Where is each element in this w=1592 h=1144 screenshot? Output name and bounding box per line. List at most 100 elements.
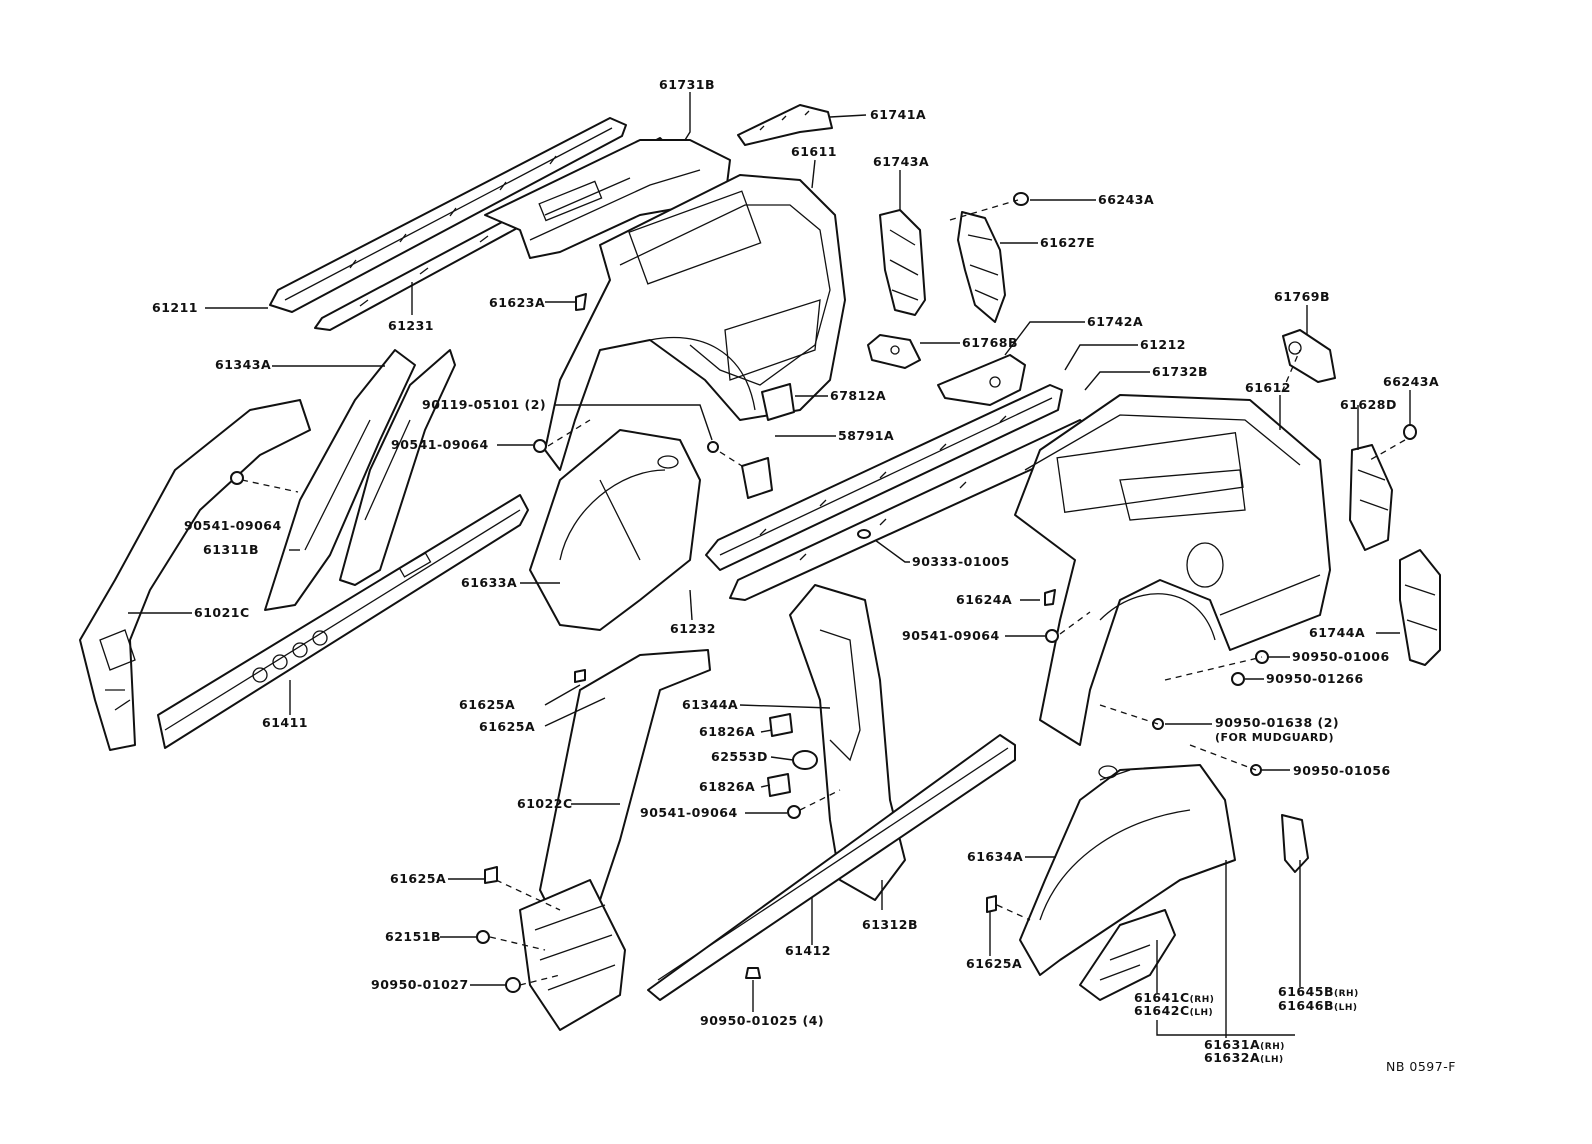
label-61311B: 61311B bbox=[203, 542, 260, 557]
clip-61624A bbox=[1044, 589, 1056, 606]
rocker-panel-61412 bbox=[647, 734, 1016, 1001]
label-90950-01638: 90950-01638 (2) bbox=[1215, 715, 1340, 730]
part-number: 61641C bbox=[1134, 990, 1190, 1005]
wheelhouse-61633A bbox=[529, 429, 701, 631]
inner-rail-61232 bbox=[729, 419, 1093, 601]
bracket-61741A bbox=[737, 104, 833, 146]
label-90950-01006: 90950-01006 bbox=[1292, 649, 1390, 664]
label-67812A: 67812A bbox=[830, 388, 887, 403]
label-61021C: 61021C bbox=[194, 605, 250, 620]
label-61742A: 61742A bbox=[1087, 314, 1144, 329]
label-61826A-b: 61826A bbox=[699, 779, 756, 794]
part-number: 61646B bbox=[1278, 998, 1335, 1013]
side-note: (RH) bbox=[1189, 995, 1215, 1005]
bracket-61627E bbox=[957, 211, 1006, 323]
bracket-58791A bbox=[741, 457, 773, 499]
label-61632A: 61632A(LH) bbox=[1204, 1051, 1284, 1067]
label-for-mudguard-note: (FOR MUDGUARD) bbox=[1215, 731, 1334, 744]
roof-side-rail-61211 bbox=[269, 117, 627, 313]
label-61343A: 61343A bbox=[215, 357, 272, 372]
pillar-61343A bbox=[264, 349, 456, 611]
label-61731B: 61731B bbox=[659, 77, 716, 92]
quarter-panel-61612 bbox=[1014, 394, 1331, 746]
plate-61625A-d bbox=[986, 895, 997, 913]
label-61022C: 61022C bbox=[517, 796, 573, 811]
reference-code: NB 0597-F bbox=[1386, 1059, 1456, 1074]
bracket-61768B bbox=[867, 334, 921, 369]
label-61611: 61611 bbox=[791, 144, 837, 159]
label-61628D: 61628D bbox=[1340, 397, 1397, 412]
label-90541-d: 90541-09064 bbox=[640, 805, 738, 820]
label-61411: 61411 bbox=[262, 715, 308, 730]
label-61633A: 61633A bbox=[461, 575, 518, 590]
label-61627E: 61627E bbox=[1040, 235, 1096, 250]
bracket-61742A bbox=[937, 354, 1026, 406]
label-61642C: 61642C(LH) bbox=[1134, 1004, 1213, 1020]
part-number: 61642C bbox=[1134, 1003, 1190, 1018]
pillar-61022C bbox=[519, 649, 711, 1031]
label-61312B: 61312B bbox=[862, 917, 919, 932]
label-61623A: 61623A bbox=[489, 295, 546, 310]
side-note: (LH) bbox=[1189, 1008, 1214, 1018]
bracket-61645B bbox=[1281, 814, 1309, 873]
label-61625A-c: 61625A bbox=[390, 871, 447, 886]
label-61211: 61211 bbox=[152, 300, 198, 315]
label-90541-a: 90541-09064 bbox=[391, 437, 489, 452]
label-61231: 61231 bbox=[388, 318, 434, 333]
plate-61826A-a bbox=[769, 713, 793, 737]
label-61741A: 61741A bbox=[870, 107, 927, 122]
bracket-61628D bbox=[1349, 444, 1393, 551]
plate-61625A-a bbox=[574, 669, 586, 683]
bolt-90950-01027 bbox=[505, 977, 521, 993]
plate-67812A bbox=[761, 383, 795, 421]
clip-90950-01638 bbox=[1152, 718, 1164, 730]
plug-66243A-top bbox=[1013, 192, 1029, 206]
label-61744A: 61744A bbox=[1309, 625, 1366, 640]
label-61625A-d: 61625A bbox=[966, 956, 1023, 971]
bolt-90541-c bbox=[1045, 629, 1059, 643]
label-62151B: 62151B bbox=[385, 929, 442, 944]
roof-side-rail-61212 bbox=[705, 384, 1063, 571]
clip-61623A bbox=[575, 293, 587, 311]
label-61625A-b: 61625A bbox=[479, 719, 536, 734]
label-61646B: 61646B(LH) bbox=[1278, 999, 1358, 1015]
label-90950-01027: 90950-01027 bbox=[371, 977, 469, 992]
label-58791A: 58791A bbox=[838, 428, 895, 443]
label-61826A-a: 61826A bbox=[699, 724, 756, 739]
bolt-90541-a bbox=[533, 439, 547, 453]
damper-62553D bbox=[792, 750, 818, 770]
clip-90950-01025 bbox=[745, 967, 761, 979]
cowl-side-61021C bbox=[79, 399, 311, 751]
side-note: (LH) bbox=[1334, 1003, 1358, 1013]
side-note: (LH) bbox=[1260, 1055, 1284, 1065]
rocker-panel-61411 bbox=[157, 494, 529, 749]
label-62553D: 62553D bbox=[711, 749, 768, 764]
plate-61826A-b bbox=[767, 773, 791, 797]
label-61344A: 61344A bbox=[682, 697, 739, 712]
label-61625A-a: 61625A bbox=[459, 697, 516, 712]
label-90119: 90119-05101 (2) bbox=[422, 397, 547, 412]
label-61641C: 61641C(RH) bbox=[1134, 991, 1214, 1007]
part-number: 61631A bbox=[1204, 1037, 1261, 1052]
extension-61641C bbox=[1079, 909, 1176, 1001]
leader-lines bbox=[128, 92, 1411, 1038]
side-note: (RH) bbox=[1334, 989, 1359, 999]
bracket-61769B bbox=[1282, 329, 1336, 383]
label-61769B: 61769B bbox=[1274, 289, 1331, 304]
label-61612: 61612 bbox=[1245, 380, 1291, 395]
label-61768B: 61768B bbox=[962, 335, 1019, 350]
label-90950-01025: 90950-01025 (4) bbox=[700, 1013, 825, 1028]
reinforcement-61743A bbox=[879, 209, 926, 316]
label-61732B: 61732B bbox=[1152, 364, 1209, 379]
label-61624A: 61624A bbox=[956, 592, 1013, 607]
bolt-90541-d bbox=[787, 805, 801, 819]
label-61212: 61212 bbox=[1140, 337, 1186, 352]
label-90333: 90333-01005 bbox=[912, 554, 1010, 569]
center-pillar-61344A bbox=[789, 584, 906, 901]
bolt-90541-b bbox=[230, 471, 244, 485]
wheelhouse-61634A bbox=[1019, 764, 1236, 976]
side-note: (RH) bbox=[1260, 1042, 1285, 1052]
label-90950-01056: 90950-01056 bbox=[1293, 763, 1391, 778]
label-61634A: 61634A bbox=[967, 849, 1024, 864]
label-61631A: 61631A(RH) bbox=[1204, 1038, 1285, 1054]
